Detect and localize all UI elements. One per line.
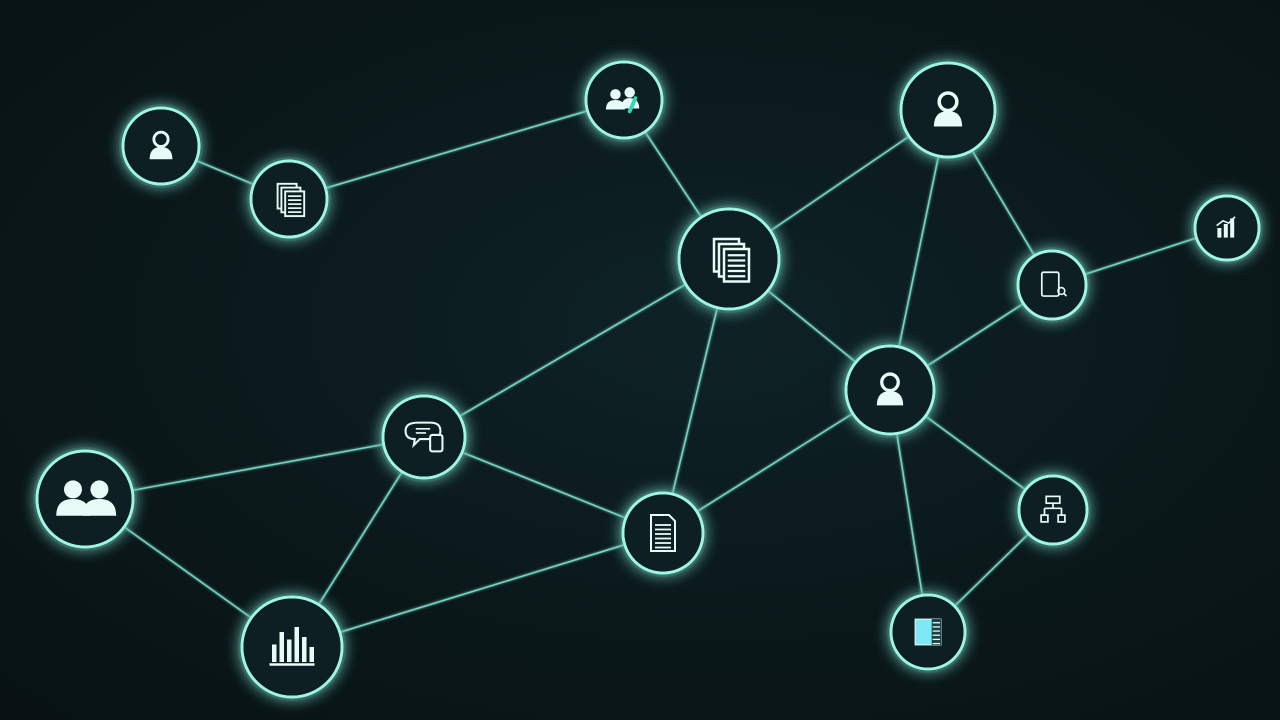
edge-n1-n2 — [195, 159, 255, 186]
node-n5 — [675, 205, 783, 313]
person-icon — [933, 91, 963, 127]
node-fill — [624, 494, 702, 572]
edge-n9-n11 — [461, 451, 627, 519]
person-icon — [149, 130, 173, 160]
edge-n12-n14 — [953, 533, 1030, 607]
node-n11 — [619, 489, 707, 577]
edge-n5-n8 — [767, 289, 857, 363]
edge-n3-n5 — [644, 131, 703, 218]
edge-n10-n13 — [123, 526, 252, 619]
edge-n11-n13 — [339, 543, 626, 634]
node-n12 — [1015, 472, 1091, 548]
chat-icon — [404, 421, 444, 453]
node-n9 — [379, 392, 469, 482]
team-icon — [605, 87, 640, 114]
edges-layer — [123, 110, 1197, 634]
edge-n9-n13 — [317, 471, 403, 606]
edge-n8-n12 — [924, 415, 1027, 491]
node-n13 — [238, 593, 346, 701]
edge-n2-n3 — [325, 110, 588, 189]
edge-n5-n4 — [769, 135, 910, 232]
node-n3 — [582, 58, 666, 142]
edge-n5-n9 — [458, 283, 687, 417]
node-n2 — [247, 157, 331, 241]
person-icon — [876, 372, 904, 406]
node-n10 — [33, 447, 137, 551]
node-n8 — [842, 342, 938, 438]
node-fill — [384, 397, 464, 477]
edge-n9-n10 — [132, 443, 384, 492]
node-fill — [38, 452, 132, 546]
node-fill — [1019, 252, 1085, 318]
workflow-icon — [1040, 495, 1066, 523]
node-n4 — [897, 59, 999, 161]
node-n6 — [1191, 192, 1263, 264]
documents-icon — [276, 182, 306, 218]
node-n1 — [119, 104, 203, 188]
group-icon — [56, 480, 117, 516]
bar-chart-icon — [1216, 216, 1236, 238]
tablet-search-icon — [1040, 271, 1068, 297]
nodes-layer — [33, 58, 1263, 701]
edge-n11-n8 — [696, 412, 854, 513]
edge-n4-n7 — [971, 149, 1036, 257]
edge-n8-n14 — [896, 433, 924, 596]
node-fill — [1020, 477, 1086, 543]
bar-chart-icon — [269, 627, 315, 666]
edge-n5-n11 — [671, 307, 719, 495]
edge-n7-n6 — [1084, 237, 1197, 276]
documents-icon — [712, 237, 751, 283]
data-grid-icon — [914, 618, 942, 646]
node-n14 — [887, 591, 969, 673]
edge-n7-n8 — [926, 302, 1024, 367]
edge-n4-n8 — [898, 155, 940, 348]
node-fill — [243, 598, 341, 696]
node-n7 — [1014, 247, 1090, 323]
document-icon — [650, 514, 676, 552]
